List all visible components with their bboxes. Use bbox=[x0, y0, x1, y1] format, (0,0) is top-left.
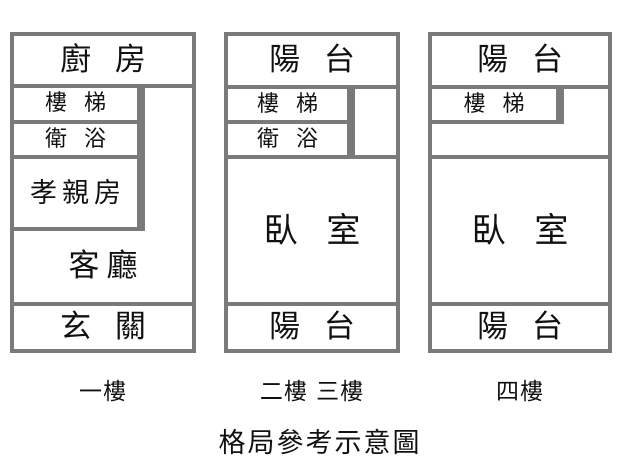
floor-plan-3: 陽 台 樓 梯 臥 室 陽 台 bbox=[428, 32, 612, 353]
room-balcony-top-3: 陽 台 bbox=[432, 36, 608, 89]
room-bathroom-2: 衛 浴 bbox=[228, 124, 351, 159]
room-balcony-top-2-label: 陽 台 bbox=[269, 42, 362, 78]
room-bedroom-2-label: 臥 室 bbox=[263, 210, 370, 251]
room-bathroom: 衛 浴 bbox=[14, 124, 141, 159]
room-kitchen: 廚 房 bbox=[14, 36, 192, 88]
room-parents-label: 孝親房 bbox=[30, 177, 126, 209]
room-parents: 孝親房 bbox=[14, 159, 141, 231]
room-bedroom-3: 臥 室 bbox=[432, 159, 608, 306]
room-staircase-2-label: 樓 梯 bbox=[257, 91, 323, 117]
room-bedroom-3-label: 臥 室 bbox=[471, 210, 578, 251]
room-balcony-bottom-3-label: 陽 台 bbox=[477, 309, 570, 345]
room-balcony-bottom-3: 陽 台 bbox=[432, 306, 608, 349]
room-staircase-3-label: 樓 梯 bbox=[463, 91, 530, 117]
room-entryway-label: 玄 關 bbox=[60, 309, 153, 345]
room-kitchen-label: 廚 房 bbox=[60, 41, 153, 78]
room-void-right-3 bbox=[560, 89, 608, 124]
room-entryway: 玄 關 bbox=[14, 306, 192, 349]
floor-plan-2: 陽 台 樓 梯 衛 浴 臥 室 陽 台 bbox=[224, 32, 400, 353]
room-bathroom-label: 衛 浴 bbox=[45, 126, 111, 152]
caption-floor-2-3: 二樓 三樓 bbox=[259, 379, 365, 405]
room-balcony-top-2: 陽 台 bbox=[228, 36, 396, 89]
room-balcony-bottom-2: 陽 台 bbox=[228, 306, 396, 349]
room-living-label: 客廳 bbox=[68, 248, 145, 284]
room-staircase-label: 樓 梯 bbox=[45, 91, 111, 116]
caption-floor-1: 一樓 bbox=[79, 379, 127, 405]
room-balcony-top-3-label: 陽 台 bbox=[477, 42, 570, 78]
caption-floor-4: 四樓 bbox=[496, 379, 544, 405]
room-staircase-3: 樓 梯 bbox=[432, 89, 560, 124]
figure-title: 格局參考示意圖 bbox=[218, 428, 422, 459]
room-bedroom-2: 臥 室 bbox=[228, 159, 396, 306]
floor-plan-1: 廚 房 樓 梯 衛 浴 孝親房 客廳 玄 關 bbox=[10, 32, 196, 353]
room-void-right-1 bbox=[141, 88, 192, 231]
room-void-strip-3 bbox=[432, 124, 608, 159]
room-balcony-bottom-2-label: 陽 台 bbox=[269, 309, 362, 345]
room-bathroom-2-label: 衛 浴 bbox=[257, 126, 323, 152]
room-staircase-2: 樓 梯 bbox=[228, 89, 351, 124]
room-staircase: 樓 梯 bbox=[14, 88, 141, 124]
room-living: 客廳 bbox=[14, 231, 192, 306]
room-void-right-2 bbox=[351, 89, 396, 159]
